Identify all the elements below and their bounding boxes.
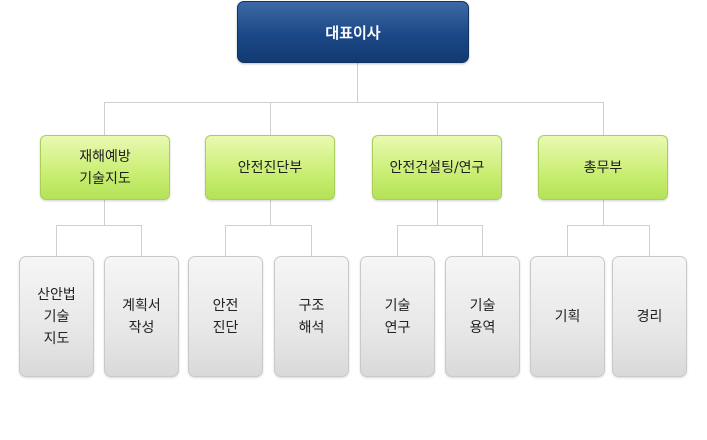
dept-node-consulting-research: 안전건설팅/연구	[372, 135, 502, 200]
team-node-accounting: 경리	[612, 256, 687, 377]
team-node-tech-service: 기술 용역	[445, 256, 520, 377]
team-node-plan-writing: 계획서 작성	[104, 256, 179, 377]
team-node-safety-diagnosis: 안전 진단	[188, 256, 263, 377]
team-node-safety-law-guidance: 산안법 기술 지도	[19, 256, 94, 377]
dept-node-general-affairs: 총무부	[538, 135, 668, 200]
dept-node-disaster-prevention: 재해예방 기술지도	[40, 135, 170, 200]
ceo-node: 대표이사	[237, 1, 469, 63]
dept-node-safety-diagnosis: 안전진단부	[205, 135, 335, 200]
team-node-structural-analysis: 구조 해석	[274, 256, 349, 377]
team-node-planning: 기획	[530, 256, 605, 377]
team-node-tech-research: 기술 연구	[360, 256, 435, 377]
